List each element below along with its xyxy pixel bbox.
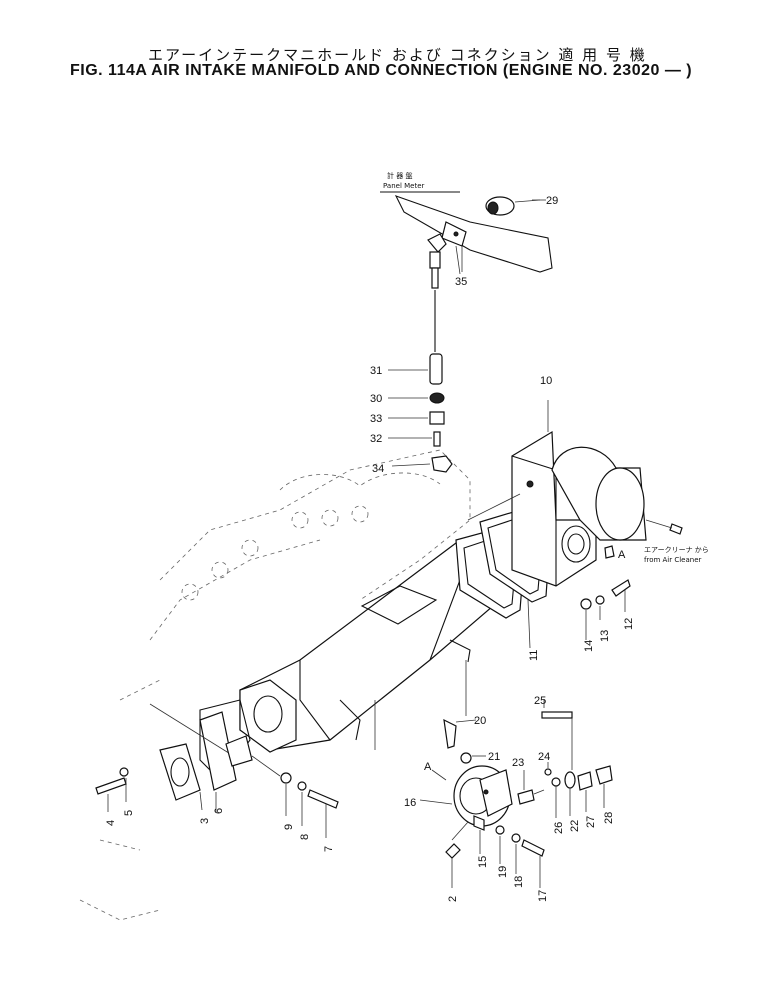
bolt-12 [611, 579, 631, 597]
part-label-32: 32 [370, 433, 382, 445]
part-label-26: 26 [553, 822, 565, 834]
part-label-31: 31 [370, 365, 382, 377]
part-label-7: 7 [323, 846, 335, 852]
part-label-17: 17 [537, 890, 549, 902]
intake-manifold [199, 527, 525, 781]
part-label-30: 30 [370, 393, 382, 405]
part-label-25: 25 [534, 695, 546, 707]
part-label-19: 19 [497, 866, 509, 878]
panel-meter-label: Panel Meter [383, 182, 425, 190]
bolt-4 [95, 777, 127, 795]
part-label-9: 9 [283, 824, 295, 830]
gasket-3 [159, 743, 201, 801]
engine-block-outline [79, 449, 471, 921]
part-label-34: 34 [372, 463, 384, 475]
elbow-34 [431, 455, 453, 473]
part-label-20: 20 [474, 715, 486, 727]
panel-meter-bracket [380, 191, 553, 289]
washer-14 [580, 598, 592, 610]
ref-a-lower: A [424, 761, 432, 773]
part-label-21: 21 [488, 751, 500, 763]
ref-a-upper: A [618, 549, 626, 561]
part-label-14: 14 [583, 640, 595, 652]
bolt-25 [541, 711, 573, 719]
part-label-4: 4 [105, 820, 117, 826]
panel-meter-jp-label: 計 器 盤 [387, 171, 412, 180]
part-label-24: 24 [538, 751, 550, 763]
air-cleaner-jp-label: エアークリーナ から [644, 546, 709, 554]
pipe-connection [225, 735, 253, 767]
union-27 [577, 771, 593, 791]
bolt-17 [521, 839, 545, 857]
part-label-5: 5 [123, 810, 135, 816]
washer-24 [544, 768, 552, 776]
part-15 [473, 815, 485, 831]
elbow-28 [595, 765, 613, 785]
nipple-33 [429, 411, 445, 425]
part-label-11: 11 [528, 650, 540, 661]
tube-6 [199, 711, 237, 791]
washer-5 [119, 767, 129, 777]
part-label-35: 35 [455, 276, 467, 288]
part-label-2: 2 [447, 896, 459, 902]
washer-18 [511, 833, 521, 843]
connection-10 [467, 400, 647, 587]
connection-16 [453, 765, 513, 827]
part-label-22: 22 [569, 820, 581, 832]
figure-title: FIG. 114A AIR INTAKE MANIFOLD AND CONNEC… [70, 62, 693, 79]
bolt-7 [307, 789, 339, 809]
bolt-2 [445, 843, 461, 859]
clamp-30 [429, 392, 445, 404]
bolt-23 [517, 789, 535, 805]
seal-22 [564, 771, 576, 789]
washer-26 [551, 777, 561, 787]
connector-32 [433, 431, 441, 447]
part-label-28: 28 [603, 812, 615, 824]
washer-19 [495, 825, 505, 835]
title-japanese: エアーインテークマニホールド および コネクション 適 用 号 機 [148, 46, 647, 64]
part-label-15: 15 [477, 856, 489, 868]
washer-8 [297, 781, 307, 791]
hose-31 [429, 353, 443, 385]
part-label-8: 8 [299, 834, 311, 840]
fitting-20 [443, 718, 457, 749]
part-label-16: 16 [404, 797, 416, 809]
part-label-23: 23 [512, 757, 524, 769]
part-label-3: 3 [199, 818, 211, 824]
part-label-13: 13 [599, 630, 611, 642]
part-label-33: 33 [370, 413, 382, 425]
part-label-10: 10 [540, 375, 552, 387]
part-label-29: 29 [546, 195, 558, 207]
washer-13 [595, 595, 605, 605]
air-cleaner-label: from Air Cleaner [644, 556, 702, 564]
part-label-6: 6 [213, 808, 225, 814]
part-label-27: 27 [585, 816, 597, 828]
washer-21 [460, 752, 472, 764]
part-label-18: 18 [513, 876, 525, 888]
washer-9 [280, 772, 292, 784]
part-label-12: 12 [623, 618, 635, 630]
